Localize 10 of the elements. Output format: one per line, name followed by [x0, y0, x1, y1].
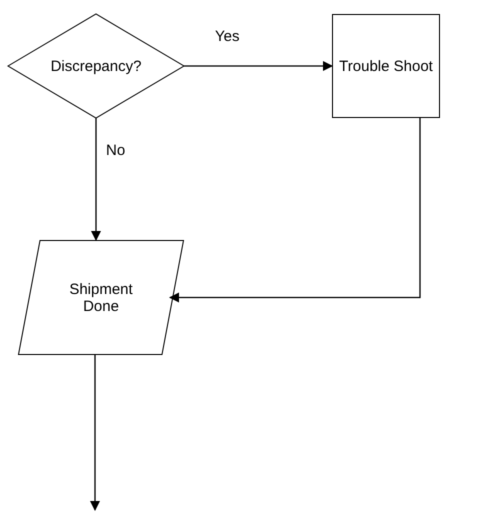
- decision-diamond: [8, 14, 184, 118]
- arrow: [91, 118, 101, 241]
- arrow: [169, 118, 421, 302]
- node-text: Trouble Shoot: [339, 58, 433, 74]
- arrow: [184, 61, 333, 71]
- arrow: [90, 355, 100, 511]
- node-text: Discrepancy?: [50, 58, 142, 74]
- process-box: [332, 14, 440, 118]
- node-text: Shipment Done: [68, 280, 134, 314]
- data-parallelogram: [18, 240, 184, 355]
